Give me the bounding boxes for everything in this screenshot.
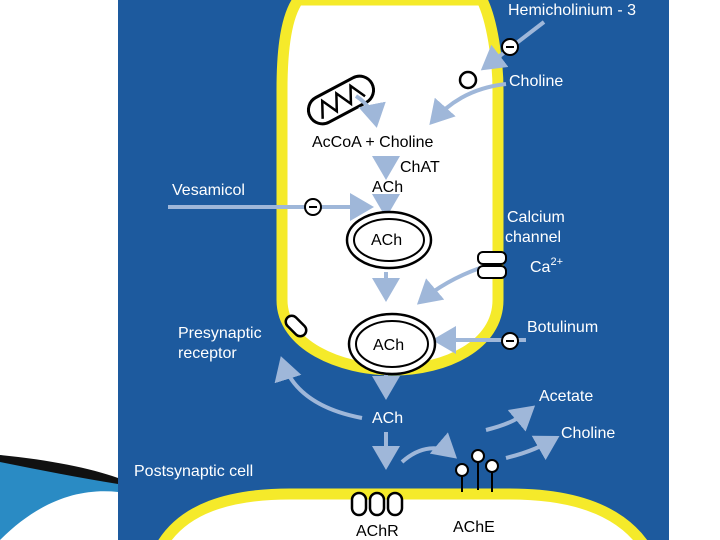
transporter-icon [460, 72, 476, 88]
inhibitor-minus-icon [502, 39, 518, 55]
ach-vesicle-label: ACh [371, 232, 402, 249]
slide-decoration [0, 455, 118, 540]
postsynaptic-cell-label: Postsynaptic cell [134, 463, 253, 480]
botulinum-label: Botulinum [527, 319, 598, 336]
presynaptic-receptor-label-line1: Presynaptic [178, 325, 262, 342]
choline-uptake-label: Choline [509, 73, 563, 90]
calcium-charge: 2+ [550, 256, 563, 268]
vesamicol-label: Vesamicol [172, 182, 245, 199]
choline-product-label: Choline [561, 425, 615, 442]
nicotinic-receptor-icon [352, 493, 402, 515]
ach-synthesized-label: ACh [372, 179, 403, 196]
achr-label: AChR [356, 523, 399, 540]
acetyl-coa-label: AcCoA + Choline [312, 134, 434, 151]
ach-release-vesicle-label: ACh [373, 337, 404, 354]
hemicholinium-label: Hemicholinium - 3 [508, 2, 636, 19]
ach-cleft-label: ACh [372, 410, 403, 427]
presynaptic-receptor-label-line2: receptor [178, 345, 237, 362]
acetate-label: Acetate [539, 388, 593, 405]
calcium-channel-label-line2: channel [505, 229, 561, 246]
inhibitor-minus-icon [502, 333, 518, 349]
inhibitor-minus-icon [305, 199, 321, 215]
chat-enzyme-label: ChAT [400, 159, 440, 176]
ache-label: AChE [453, 519, 495, 536]
calcium-channel-label-line1: Calcium [507, 209, 565, 226]
